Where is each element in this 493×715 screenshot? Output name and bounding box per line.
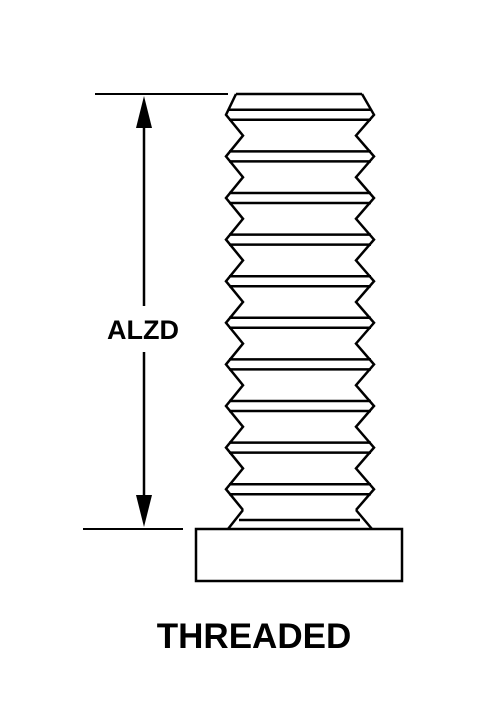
stud-base [194, 527, 404, 583]
diagram-caption: THREADED [157, 617, 351, 656]
thread-runout [227, 509, 373, 530]
dimension-label: ALZD [107, 315, 179, 345]
dimension-arrow-down [136, 495, 152, 527]
dimension-arrow-up [136, 96, 152, 128]
thread-profile [224, 92, 376, 530]
thread-right-profile [354, 93, 376, 511]
thread-left-profile [224, 93, 245, 511]
